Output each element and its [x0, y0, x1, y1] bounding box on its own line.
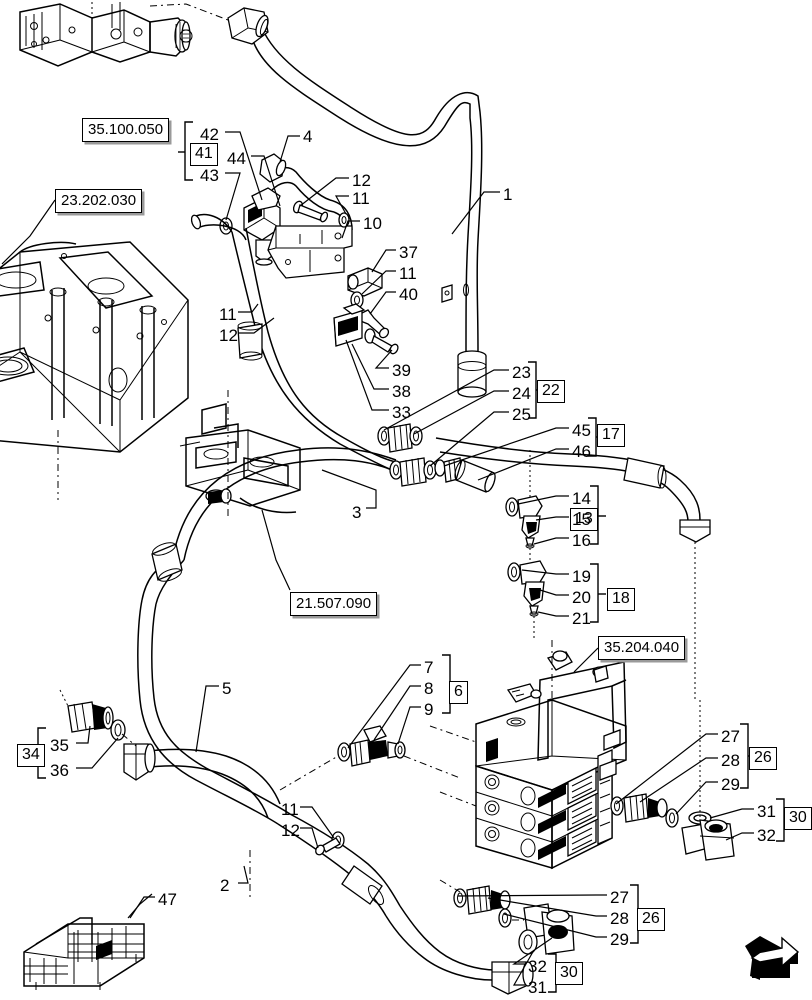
crate-47: [23, 893, 153, 990]
callout-number-36[interactable]: 36: [50, 761, 69, 780]
callout-number-44[interactable]: 44: [227, 149, 246, 168]
callout-number-20[interactable]: 20: [572, 588, 591, 607]
group-box-41[interactable]: 41: [190, 143, 218, 166]
callout-number-39[interactable]: 39: [392, 361, 411, 380]
callout-number-38[interactable]: 38: [392, 382, 411, 401]
callout-number-45[interactable]: 45: [572, 421, 591, 440]
group-box-18[interactable]: 18: [607, 588, 635, 611]
elbow-18-assembly: [507, 450, 547, 640]
reference-label-23-202-030[interactable]: 23.202.030: [55, 189, 143, 213]
group-box-30-lower[interactable]: 30: [555, 962, 583, 985]
clamp-37-assembly: [347, 267, 390, 339]
reference-label-35-100-050[interactable]: 35.100.050: [82, 118, 170, 142]
pump-housing-assembly: [19, 2, 193, 67]
callout-number-29[interactable]: 29: [721, 775, 740, 794]
callout-number-12[interactable]: 12: [352, 171, 371, 190]
group-box-6[interactable]: 6: [449, 681, 468, 704]
callout-number-27[interactable]: 27: [721, 727, 740, 746]
block-33-sensor: [333, 303, 399, 355]
callout-leader-lines: [76, 131, 754, 986]
bolt-11-12-upper: [292, 200, 350, 228]
union-nut-top: [227, 7, 269, 45]
callout-number-27[interactable]: 27: [610, 888, 629, 907]
hose-1-end-ferrule: [457, 350, 487, 398]
reference-label-35-204-040[interactable]: 35.204.040: [598, 636, 686, 660]
orientation-arrow-glyph: [745, 936, 800, 980]
fitting-group-26-30-lower: [439, 879, 575, 955]
callout-number-47[interactable]: 47: [158, 890, 177, 909]
fitting-group-6: [279, 725, 461, 791]
group-box-17[interactable]: 17: [597, 424, 625, 447]
hose-1-main-tube: [149, 3, 487, 398]
elbow-fitting-42-43-44: [219, 153, 353, 266]
callout-number-28[interactable]: 28: [610, 909, 629, 928]
callout-number-32[interactable]: 32: [757, 826, 776, 845]
fitting-group-26-30-upper: [610, 700, 735, 861]
group-box-26-upper[interactable]: 26: [749, 747, 777, 770]
bolt-11-12-lower: [249, 831, 345, 900]
callout-number-24[interactable]: 24: [512, 384, 531, 403]
callout-number-25[interactable]: 25: [512, 405, 531, 424]
group-box-13[interactable]: 13: [570, 508, 598, 531]
callout-number-46[interactable]: 46: [572, 442, 591, 461]
group-box-30-upper[interactable]: 30: [784, 807, 812, 830]
bracket-10: [267, 225, 353, 279]
callout-number-37[interactable]: 37: [399, 243, 418, 262]
callout-number-14[interactable]: 14: [572, 489, 591, 508]
callout-number-1[interactable]: 1: [503, 185, 513, 204]
callout-number-32[interactable]: 32: [528, 957, 547, 976]
callout-number-11[interactable]: 11: [352, 189, 370, 208]
callout-number-2[interactable]: 2: [220, 876, 230, 895]
callout-number-3[interactable]: 3: [352, 503, 362, 522]
callout-number-21[interactable]: 21: [572, 609, 591, 628]
callout-number-11[interactable]: 11: [219, 305, 237, 324]
callout-number-10[interactable]: 10: [363, 214, 382, 233]
callout-number-8[interactable]: 8: [424, 679, 434, 698]
group-box-22[interactable]: 22: [537, 380, 565, 403]
hose-2-lower: [277, 813, 534, 995]
callout-number-42[interactable]: 42: [200, 125, 219, 144]
callout-number-9[interactable]: 9: [424, 700, 434, 719]
callout-number-16[interactable]: 16: [572, 531, 591, 550]
callout-number-31[interactable]: 31: [757, 802, 776, 821]
callout-number-11[interactable]: 11: [281, 800, 299, 819]
callout-number-15[interactable]: 15: [572, 510, 591, 529]
valve-block-35-204-040: [429, 640, 627, 870]
callout-number-28[interactable]: 28: [721, 751, 740, 770]
hose-3-tube-lower: [137, 447, 397, 825]
callout-number-43[interactable]: 43: [200, 166, 219, 185]
callout-number-33[interactable]: 33: [392, 403, 411, 422]
callout-number-12[interactable]: 12: [219, 326, 238, 345]
callout-number-4[interactable]: 4: [303, 127, 313, 146]
callout-number-40[interactable]: 40: [399, 285, 418, 304]
callout-number-12[interactable]: 12: [281, 821, 300, 840]
group-box-34[interactable]: 34: [17, 744, 45, 767]
callout-number-5[interactable]: 5: [222, 679, 232, 698]
callout-number-19[interactable]: 19: [572, 567, 591, 586]
elbow-13-assembly: [505, 495, 543, 568]
reference-label-21-507-090[interactable]: 21.507.090: [290, 592, 378, 616]
callout-number-7[interactable]: 7: [424, 658, 434, 677]
callout-number-35[interactable]: 35: [50, 736, 69, 755]
hose-5: [59, 689, 281, 819]
housing-21-507-090: [179, 390, 301, 591]
callout-number-11[interactable]: 11: [399, 264, 417, 283]
transmission-housing: [0, 199, 189, 500]
callout-number-23[interactable]: 23: [512, 363, 531, 382]
union-34-35-36: [59, 689, 137, 747]
group-box-26-lower[interactable]: 26: [637, 908, 665, 931]
callout-number-31[interactable]: 31: [528, 978, 547, 997]
callout-number-29[interactable]: 29: [610, 930, 629, 949]
hose-17-right: [435, 437, 711, 700]
